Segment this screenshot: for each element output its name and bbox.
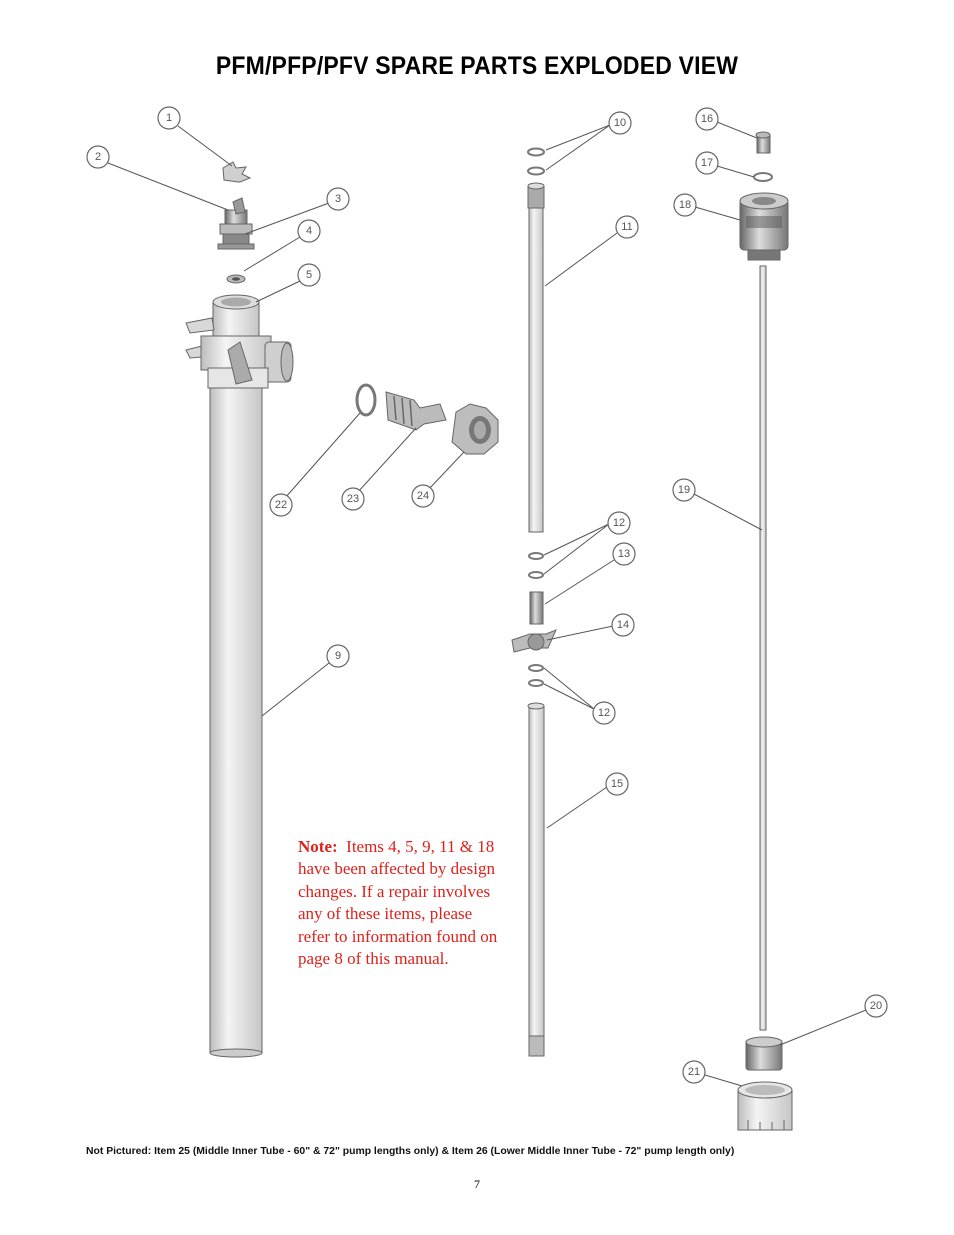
not-pictured-footnote: Not Pictured: Item 25 (Middle Inner Tube… [86,1146,735,1157]
part-22-o-ring [355,383,377,417]
svg-text:10: 10 [614,117,626,129]
svg-text:11: 11 [621,221,632,233]
svg-text:12: 12 [598,707,610,719]
callout-14: 14 [611,613,635,637]
part-24-union-nut [451,403,499,455]
svg-text:13: 13 [618,548,630,560]
svg-text:21: 21 [688,1066,700,1078]
callout-15: 15 [605,772,629,796]
part-4-seal [226,274,246,284]
part-14-bushing [511,629,557,653]
svg-text:12: 12 [613,517,625,529]
svg-text:3: 3 [335,193,341,205]
svg-text:22: 22 [275,499,287,511]
callout-11: 11 [615,215,639,239]
callout-21: 21 [682,1060,706,1084]
part-23-nozzle [385,391,447,431]
part-15-lower-inner-tube [527,702,545,1057]
part-12-o-rings-lower [528,664,544,687]
svg-text:19: 19 [678,484,690,496]
note-text: Items 4, 5, 9, 11 & 18 have been affecte… [298,837,498,969]
svg-text:15: 15 [611,778,623,790]
part-11-inner-tube [527,182,545,533]
callout-20: 20 [864,994,888,1018]
callout-3: 3 [326,187,350,211]
svg-text:1: 1 [166,112,172,124]
leader-lines [107,121,867,1087]
callout-4: 4 [297,219,321,243]
callout-13: 13 [612,542,636,566]
svg-text:17: 17 [701,157,713,169]
callout-10: 10 [608,111,632,135]
page-number: 7 [474,1177,480,1191]
part-12-o-rings-upper [528,552,544,579]
callout-22: 22 [269,493,293,517]
callout-9: 9 [326,644,350,668]
svg-text:20: 20 [870,1000,882,1012]
design-change-note: Note: Items 4, 5, 9, 11 & 18 have been a… [298,836,498,970]
part-17-o-ring [753,172,773,182]
part-20-rotor [745,1036,783,1071]
svg-text:9: 9 [335,650,341,662]
part-13-coupling [529,591,544,625]
svg-text:16: 16 [701,113,713,125]
callout-24: 24 [411,484,435,508]
page-title: PFM/PFP/PFV SPARE PARTS EXPLODED VIEW [215,52,739,80]
callout-17: 17 [695,151,719,175]
callout-18: 18 [673,193,697,217]
svg-text:5: 5 [306,269,312,281]
svg-text:4: 4 [306,225,312,237]
callout-16: 16 [695,107,719,131]
svg-text:23: 23 [347,493,359,505]
part-19-shaft [759,265,767,1031]
part-3-motor-coupling [217,197,255,250]
part-9-outer-tube [209,387,263,1058]
callout-12-upper: 12 [607,511,631,535]
svg-text:14: 14 [617,619,629,631]
callout-23: 23 [341,487,365,511]
svg-text:24: 24 [417,490,429,502]
note-label: Note: [298,837,338,856]
callout-5: 5 [297,263,321,287]
part-18-bearing-housing [739,192,789,261]
callout-2: 2 [86,145,110,169]
part-1-cap [222,161,252,183]
part-21-foot [737,1081,793,1131]
callout-19: 19 [672,478,696,502]
callout-1: 1 [157,106,181,130]
part-16-bearing [755,131,771,154]
callout-12-lower: 12 [592,701,616,725]
svg-text:18: 18 [679,199,691,211]
part-10-o-rings [527,147,545,176]
part-5-pump-head [185,294,294,389]
svg-text:2: 2 [95,151,101,163]
